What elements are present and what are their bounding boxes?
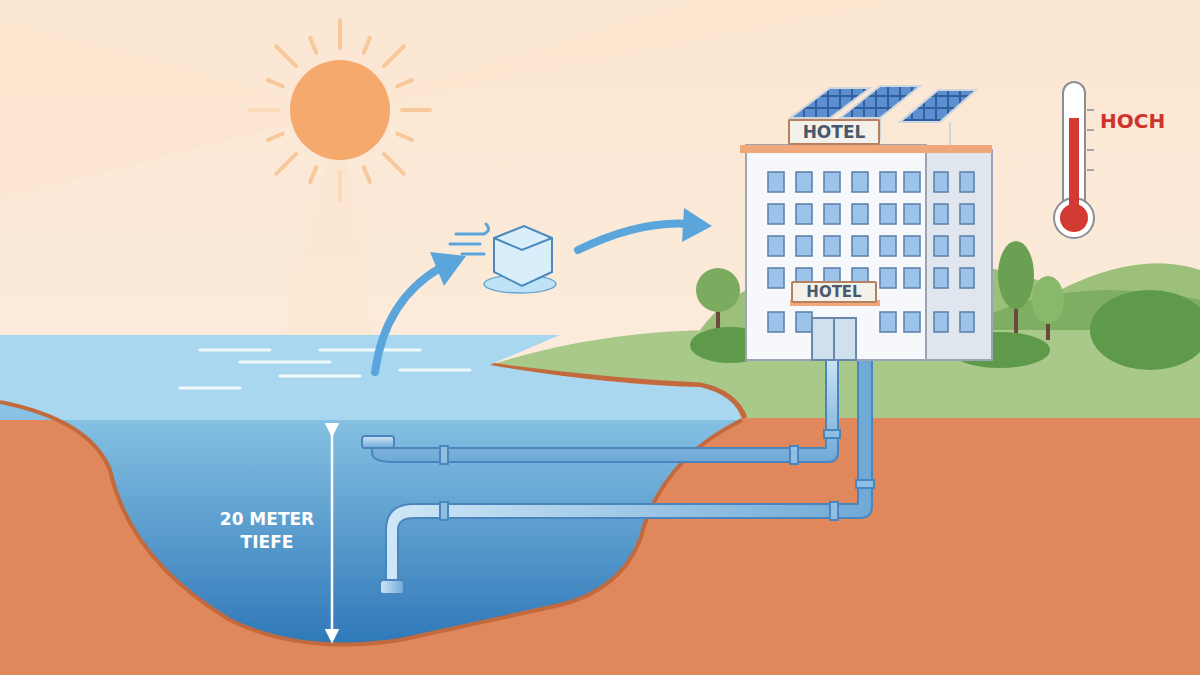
depth-label: 20 METER TIEFE: [212, 508, 322, 554]
sign-text: HOTEL: [806, 283, 861, 301]
hotel-sign: HOTEL: [791, 281, 877, 303]
temperature-label: HOCH: [1100, 108, 1165, 135]
sign-text: HOTEL: [803, 122, 866, 142]
hotel-sign: HOTEL: [788, 119, 880, 145]
